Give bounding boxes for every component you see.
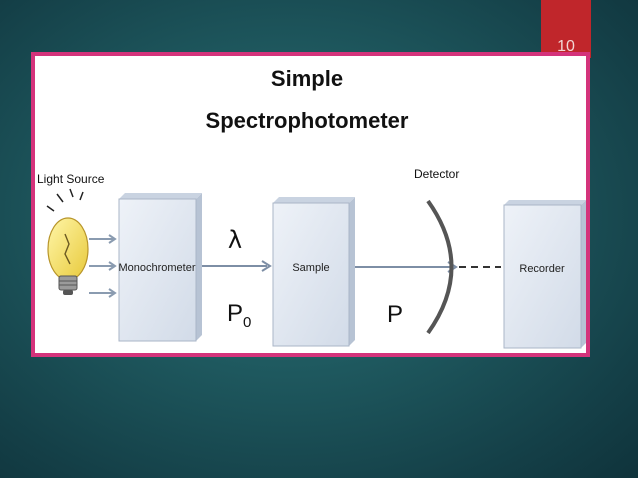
slide-number-tab — [541, 0, 591, 58]
detector-mirror — [426, 199, 454, 335]
diagram-title-line1: Simple — [271, 66, 343, 91]
beam-arrow-2 — [355, 261, 458, 273]
diagram-frame: Simple Spectrophotometer Light Source — [31, 52, 590, 357]
diagram-title-line2: Spectrophotometer — [206, 108, 409, 133]
light-bulb-icon — [46, 188, 89, 295]
light-beam-arrows — [89, 234, 117, 298]
p0-label: P0 — [227, 300, 251, 331]
beam-arrow-1 — [202, 260, 272, 272]
recorder-label: Recorder — [519, 263, 565, 275]
spectrophotometer-diagram: Simple Spectrophotometer Light Source — [37, 66, 586, 349]
slide-number: 10 — [557, 38, 575, 55]
lambda-symbol: λ — [228, 226, 242, 254]
sample-label: Sample — [292, 262, 329, 274]
recorder-box: Recorder — [503, 200, 586, 349]
monochromator-box: Monochrometer — [118, 193, 202, 342]
p-label: P — [387, 301, 403, 328]
light-source-label: Light Source — [37, 172, 105, 186]
detector-label: Detector — [414, 167, 459, 181]
sample-box: Sample — [272, 197, 355, 347]
monochromator-label: Monochrometer — [118, 262, 195, 274]
